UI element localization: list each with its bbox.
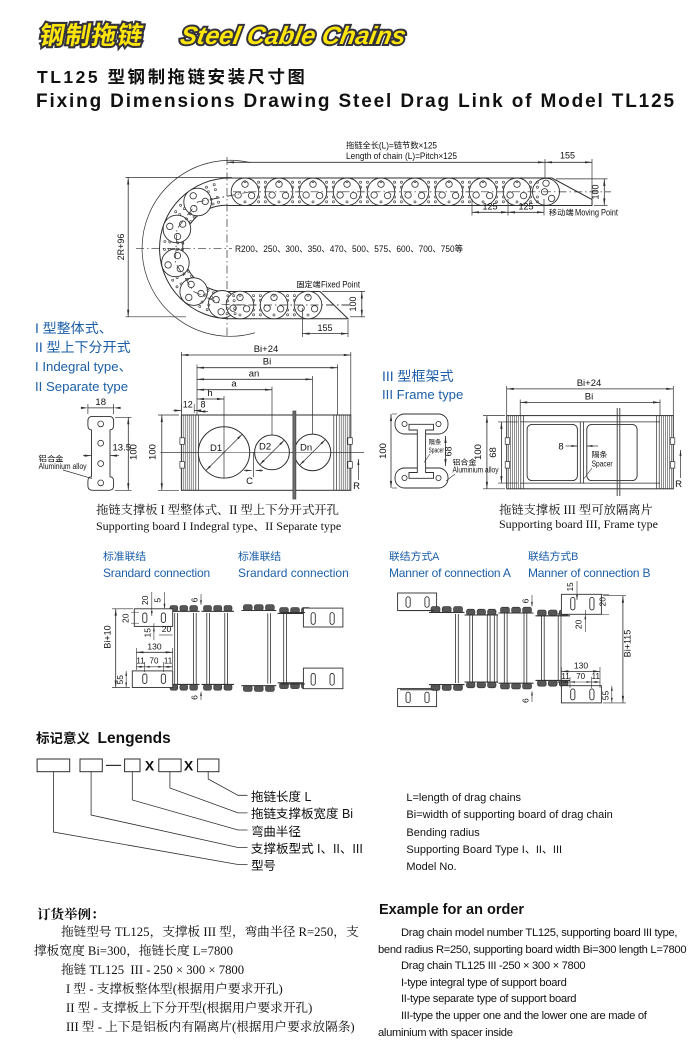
svg-text:13.5: 13.5: [113, 442, 132, 453]
svg-text:an: an: [249, 368, 260, 379]
svg-text:Length of chain (L)=Pitch×125: Length of chain (L)=Pitch×125: [346, 151, 457, 161]
svg-text:隔条: 隔条: [592, 451, 608, 460]
svg-text:R: R: [675, 479, 682, 490]
svg-text:Bi+24: Bi+24: [254, 344, 279, 355]
svg-text:R200、250、300、350、470、500、575、6: R200、250、300、350、470、500、575、600、700、750…: [235, 244, 463, 254]
svg-text:移动端: 移动端: [548, 209, 573, 218]
svg-text:130: 130: [574, 660, 588, 670]
svg-text:Fixed Point: Fixed Point: [321, 280, 360, 290]
svg-text:18: 18: [95, 397, 106, 408]
svg-text:铝合金: 铝合金: [453, 458, 477, 467]
svg-text:Aluminium alloy: Aluminium alloy: [453, 465, 499, 474]
svg-text:100: 100: [129, 444, 140, 460]
svg-text:X: X: [145, 758, 155, 774]
svg-text:11: 11: [164, 657, 173, 666]
svg-text:拖链全长(L)=链节数×125: 拖链全长(L)=链节数×125: [346, 141, 437, 151]
svg-text:100: 100: [148, 444, 159, 460]
svg-text:20: 20: [140, 595, 150, 605]
svg-text:R: R: [353, 481, 360, 492]
svg-text:Dn: Dn: [300, 442, 312, 453]
svg-text:125: 125: [482, 201, 497, 211]
svg-text:5: 5: [153, 598, 163, 603]
svg-text:55: 55: [115, 675, 125, 685]
svg-text:Spacer: Spacer: [429, 448, 445, 455]
svg-text:100: 100: [591, 184, 601, 199]
svg-text:68: 68: [488, 447, 499, 458]
svg-text:100: 100: [348, 296, 358, 311]
svg-text:Bi: Bi: [263, 357, 271, 368]
svg-text:2R+96: 2R+96: [116, 234, 126, 261]
svg-text:20: 20: [574, 619, 584, 629]
svg-text:70: 70: [150, 657, 159, 666]
svg-text:Bi+10: Bi+10: [103, 625, 113, 648]
svg-text:125: 125: [518, 201, 533, 211]
svg-text:20: 20: [597, 597, 607, 607]
svg-text:11: 11: [561, 672, 570, 681]
svg-text:68: 68: [444, 446, 454, 456]
svg-text:Bi+24: Bi+24: [577, 378, 602, 389]
svg-text:6: 6: [521, 698, 531, 703]
svg-text:6: 6: [190, 597, 200, 602]
svg-text:155: 155: [560, 151, 575, 161]
svg-text:Aluminium alloy: Aluminium alloy: [39, 462, 87, 471]
svg-text:D2: D2: [259, 441, 271, 452]
svg-text:15: 15: [142, 628, 152, 638]
svg-text:130: 130: [147, 641, 161, 651]
svg-text:Spacer: Spacer: [592, 458, 613, 468]
svg-text:a: a: [231, 379, 237, 390]
svg-text:6: 6: [190, 695, 200, 700]
svg-text:12: 12: [183, 399, 193, 409]
svg-text:55: 55: [601, 691, 611, 701]
svg-text:钢制拖链: 钢制拖链: [37, 16, 147, 52]
svg-text:70: 70: [576, 672, 585, 681]
svg-text:6: 6: [521, 598, 531, 603]
svg-text:固定端: 固定端: [297, 281, 321, 290]
svg-text:h: h: [207, 388, 212, 399]
svg-text:Steel Cable Chains: Steel Cable Chains: [178, 22, 408, 50]
svg-text:Bi: Bi: [585, 392, 593, 403]
svg-text:20: 20: [162, 624, 172, 634]
svg-text:15: 15: [566, 582, 575, 591]
svg-text:Bi+115: Bi+115: [623, 630, 633, 658]
svg-text:100: 100: [378, 443, 389, 459]
svg-text:100: 100: [473, 444, 484, 460]
svg-text:C: C: [246, 476, 253, 487]
svg-text:Moving Point: Moving Point: [575, 208, 618, 218]
svg-text:铝合金: 铝合金: [38, 454, 64, 463]
svg-text:20: 20: [120, 613, 130, 623]
svg-text:X: X: [184, 758, 194, 774]
svg-text:8: 8: [200, 399, 205, 409]
svg-text:155: 155: [317, 323, 332, 333]
svg-text:D1: D1: [210, 443, 222, 454]
svg-text:11: 11: [136, 657, 145, 666]
svg-text:8: 8: [558, 441, 563, 452]
svg-text:11: 11: [592, 672, 601, 681]
svg-text:隔条: 隔条: [429, 439, 442, 447]
